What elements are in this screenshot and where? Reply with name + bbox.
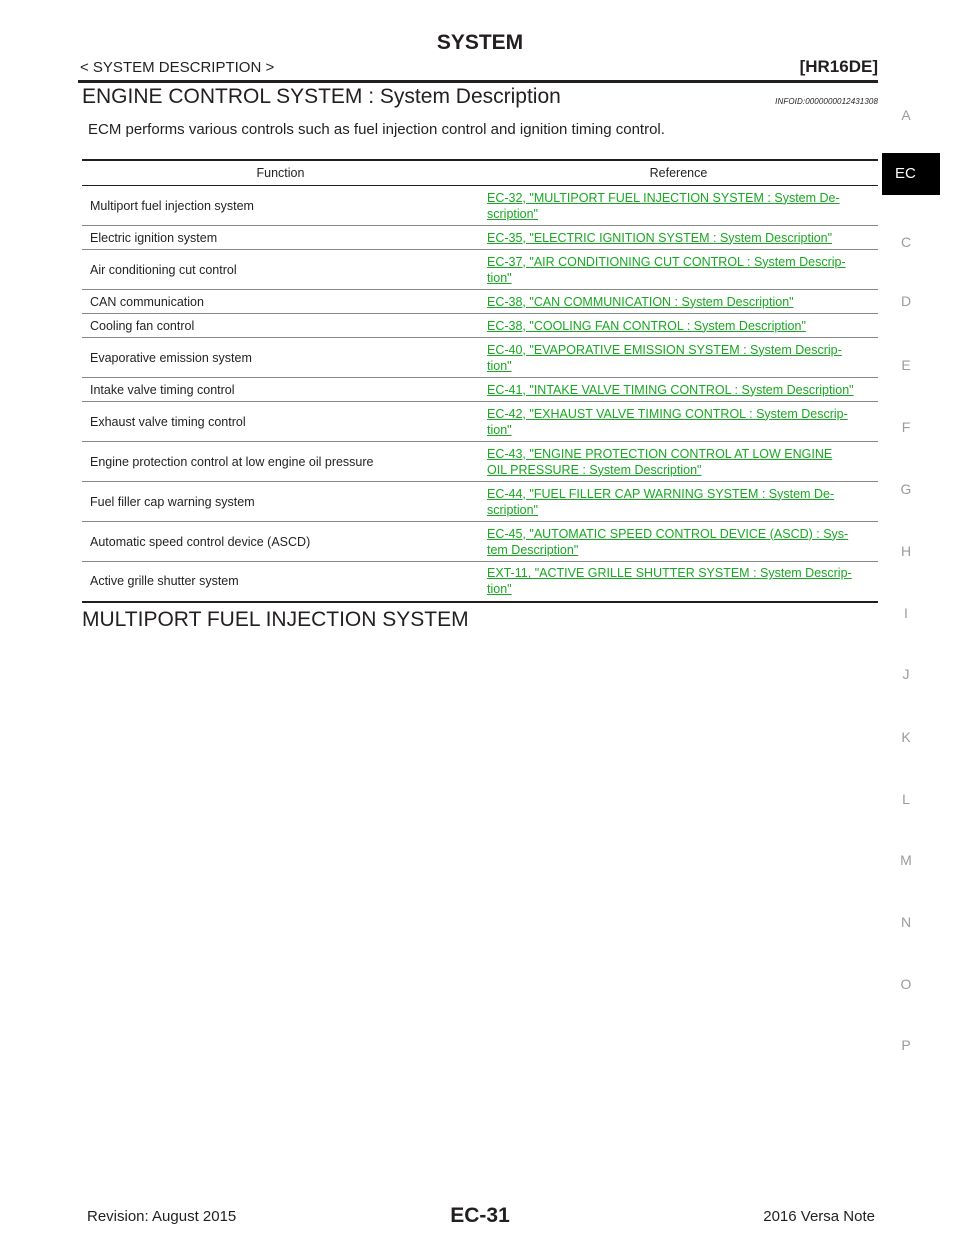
side-index-letter-p[interactable]: P: [901, 1037, 911, 1053]
table-row: Multiport fuel injection system EC-32, "…: [82, 186, 878, 226]
function-cell: Electric ignition system: [90, 230, 218, 245]
function-cell: Fuel filler cap warning system: [90, 494, 255, 509]
side-index-letter-n[interactable]: N: [900, 914, 912, 930]
reference-cell: EC-43, "ENGINE PROTECTION CONTROL AT LOW…: [479, 442, 878, 482]
vehicle-model: 2016 Versa Note: [763, 1208, 875, 1225]
table-row: Fuel filler cap warning system EC-44, "F…: [82, 482, 878, 522]
column-header-reference: Reference: [649, 166, 708, 180]
section-title-multiport: MULTIPORT FUEL INJECTION SYSTEM: [82, 608, 469, 631]
revision-date: Revision: August 2015: [87, 1208, 237, 1225]
reference-cell: EC-32, "MULTIPORT FUEL INJECTION SYSTEM …: [479, 186, 878, 226]
column-header-function: Function: [256, 166, 305, 180]
reference-link[interactable]: EC-40, "EVAPORATIVE EMISSION SYSTEM : Sy…: [487, 342, 842, 373]
function-cell: CAN communication: [90, 294, 204, 309]
header-divider: [78, 80, 878, 83]
reference-link[interactable]: EC-38, "CAN COMMUNICATION : System Descr…: [487, 294, 794, 309]
table-header-row: Function Reference: [82, 160, 878, 186]
side-index-letter-e[interactable]: E: [901, 357, 911, 373]
engine-model-label: [HR16DE]: [799, 57, 878, 76]
side-index-letter-i[interactable]: I: [904, 605, 908, 621]
reference-link[interactable]: EC-41, "INTAKE VALVE TIMING CONTROL : Sy…: [487, 382, 854, 397]
table-row: Automatic speed control device (ASCD) EC…: [82, 522, 878, 562]
section-title: ENGINE CONTROL SYSTEM : System Descripti…: [82, 85, 561, 108]
reference-cell: EC-38, "COOLING FAN CONTROL : System Des…: [479, 314, 878, 338]
reference-cell: EC-35, "ELECTRIC IGNITION SYSTEM : Syste…: [479, 226, 878, 250]
side-index-letter-j[interactable]: J: [902, 666, 910, 682]
reference-link[interactable]: EC-42, "EXHAUST VALVE TIMING CONTROL : S…: [487, 406, 848, 437]
reference-table: Function Reference Multiport fuel inject…: [82, 159, 878, 603]
side-index-letter-m[interactable]: M: [900, 852, 912, 868]
reference-cell: EC-37, "AIR CONDITIONING CUT CONTROL : S…: [479, 250, 878, 290]
reference-cell: EC-42, "EXHAUST VALVE TIMING CONTROL : S…: [479, 402, 878, 442]
table-row: Evaporative emission system EC-40, "EVAP…: [82, 338, 878, 378]
side-index-tabs: A EC C D E F G H I J K L M N O P: [880, 0, 940, 1242]
function-cell: Evaporative emission system: [90, 350, 252, 365]
function-cell: Intake valve timing control: [90, 382, 235, 397]
reference-link[interactable]: EC-45, "AUTOMATIC SPEED CONTROL DEVICE (…: [487, 526, 849, 557]
reference-cell: EXT-11, "ACTIVE GRILLE SHUTTER SYSTEM : …: [479, 562, 878, 602]
side-index-letter-o[interactable]: O: [900, 976, 912, 992]
reference-link[interactable]: EXT-11, "ACTIVE GRILLE SHUTTER SYSTEM : …: [487, 566, 852, 597]
function-cell: Air conditioning cut control: [90, 262, 237, 277]
table-row: Engine protection control at low engine …: [82, 442, 878, 482]
side-index-letter-a[interactable]: A: [901, 107, 911, 123]
table-row: Active grille shutter system EXT-11, "AC…: [82, 562, 878, 602]
side-index-letter-h[interactable]: H: [900, 543, 912, 559]
breadcrumb: < SYSTEM DESCRIPTION >: [80, 59, 275, 76]
reference-cell: EC-44, "FUEL FILLER CAP WARNING SYSTEM :…: [479, 482, 878, 522]
reference-cell: EC-38, "CAN COMMUNICATION : System Descr…: [479, 290, 878, 314]
function-cell: Automatic speed control device (ASCD): [90, 534, 311, 549]
function-cell: Active grille shutter system: [90, 574, 239, 589]
side-index-letter-c[interactable]: C: [900, 234, 912, 250]
info-id: INFOID:0000000012431308: [775, 97, 878, 106]
table-row: Intake valve timing control EC-41, "INTA…: [82, 378, 878, 402]
page-number: EC-31: [450, 1204, 510, 1227]
function-cell: Engine protection control at low engine …: [90, 454, 374, 469]
reference-cell: EC-45, "AUTOMATIC SPEED CONTROL DEVICE (…: [479, 522, 878, 562]
side-index-letter-k[interactable]: K: [901, 729, 911, 745]
table-row: Cooling fan control EC-38, "COOLING FAN …: [82, 314, 878, 338]
reference-link[interactable]: EC-38, "COOLING FAN CONTROL : System Des…: [487, 318, 806, 333]
reference-cell: EC-40, "EVAPORATIVE EMISSION SYSTEM : Sy…: [479, 338, 878, 378]
reference-link[interactable]: EC-32, "MULTIPORT FUEL INJECTION SYSTEM …: [487, 190, 840, 221]
reference-cell: EC-41, "INTAKE VALVE TIMING CONTROL : Sy…: [479, 378, 878, 402]
side-index-letter-f[interactable]: F: [901, 419, 911, 435]
page-title: SYSTEM: [436, 31, 524, 54]
table-row: Exhaust valve timing control EC-42, "EXH…: [82, 402, 878, 442]
reference-link[interactable]: EC-43, "ENGINE PROTECTION CONTROL AT LOW…: [487, 446, 833, 477]
side-index-letter-l[interactable]: L: [902, 791, 910, 807]
table-row: CAN communication EC-38, "CAN COMMUNICAT…: [82, 290, 878, 314]
side-index-letter-g[interactable]: G: [900, 481, 912, 497]
function-cell: Exhaust valve timing control: [90, 414, 246, 429]
intro-text: ECM performs various controls such as fu…: [88, 121, 665, 138]
function-cell: Cooling fan control: [90, 318, 195, 333]
function-cell: Multiport fuel injection system: [90, 198, 254, 213]
reference-link[interactable]: EC-37, "AIR CONDITIONING CUT CONTROL : S…: [487, 254, 846, 285]
reference-link[interactable]: EC-44, "FUEL FILLER CAP WARNING SYSTEM :…: [487, 486, 835, 517]
side-index-active-tab[interactable]: EC: [882, 153, 940, 195]
side-index-letter-d[interactable]: D: [900, 293, 912, 309]
reference-link[interactable]: EC-35, "ELECTRIC IGNITION SYSTEM : Syste…: [487, 230, 833, 245]
table-row: Air conditioning cut control EC-37, "AIR…: [82, 250, 878, 290]
table-row: Electric ignition system EC-35, "ELECTRI…: [82, 226, 878, 250]
